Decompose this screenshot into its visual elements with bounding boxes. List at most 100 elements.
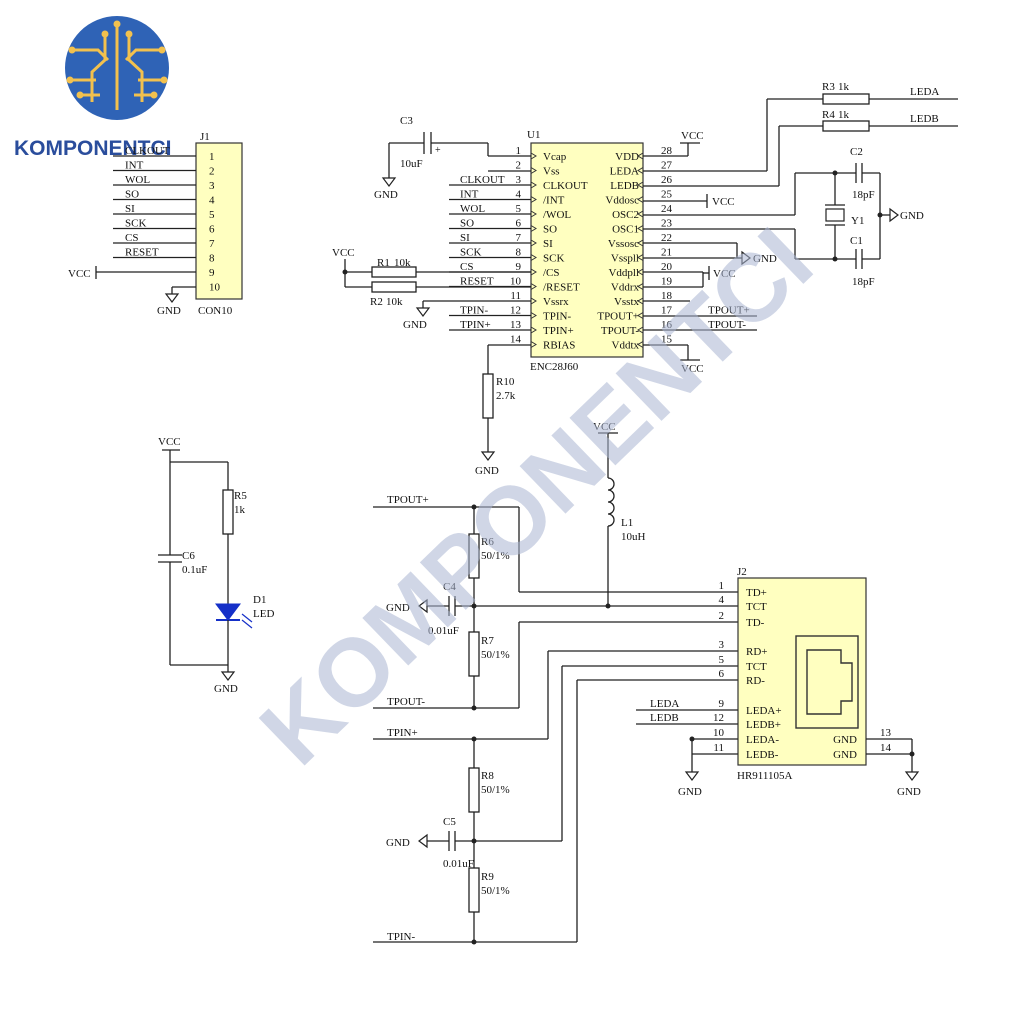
j2-gnd-left: GND	[678, 786, 702, 798]
j2-right-pin-number: 14	[880, 742, 892, 754]
u1-left-pin-name: SI	[543, 238, 553, 250]
logo-text: KOMPONENTCI	[14, 137, 172, 160]
ground-icon	[164, 293, 180, 303]
r10-value: 2.7k	[496, 390, 516, 402]
y1-ref: Y1	[851, 215, 864, 227]
u1-right-pin-number: 25	[661, 189, 673, 201]
r4-ref: R4	[822, 109, 835, 121]
j2-left-pin-number: 9	[719, 698, 725, 710]
u1-right-circuitry: VCC R3 1k LEDA R4 1k LEDB VCC	[643, 81, 958, 375]
u1-left-pin-number: 6	[516, 218, 522, 230]
u1-part: ENC28J60	[530, 361, 579, 373]
vss-gnd: GND	[753, 253, 777, 265]
u1-left-pin-number: 4	[516, 189, 522, 201]
u1-right-pin-name: Vddrx	[611, 282, 640, 294]
j2-right-pin-number: 13	[880, 727, 892, 739]
u1-left-pin-name: /RESET	[543, 282, 580, 294]
u1-left-pin-name: TPIN-	[543, 311, 571, 323]
connector-j1: J1 CON10 1CLKOUT2INT3WOL4SO5SI6SCK7CS8RE…	[68, 131, 243, 317]
j2-left-pin-name: RD+	[746, 646, 767, 658]
j2-left-pin-name: TCT	[746, 661, 767, 673]
vssrx-gnd: GND	[403, 319, 427, 331]
circuit-trace-icon	[70, 24, 164, 110]
j2-left-pin-name: LEDB+	[746, 719, 781, 731]
u1-right-pin-number: 24	[661, 203, 673, 215]
vddosc-vcc: VCC	[712, 196, 735, 208]
u1-right-pin-number: 19	[661, 276, 673, 288]
u1-left-pin-name: /CS	[543, 267, 560, 279]
j2-left-pin-number: 12	[713, 712, 724, 724]
r4-value: 1k	[838, 109, 850, 121]
d1-ref: D1	[253, 594, 266, 606]
u1-left-net-label: SI	[460, 232, 470, 244]
j1-signal-label: SCK	[125, 218, 146, 230]
j2-left-pin-number: 3	[719, 639, 725, 651]
c4-value: 0.01uF	[428, 625, 459, 637]
u1-right-pin-name: TPOUT-	[601, 325, 639, 337]
u1-left-net-label: CS	[460, 261, 473, 273]
d1-value: LED	[253, 608, 274, 620]
j2-left-pin-name: LEDB-	[746, 749, 779, 761]
j1-pin-number: 3	[209, 180, 215, 192]
l1-vcc: VCC	[593, 421, 616, 433]
j1-pin-number: 1	[209, 151, 215, 163]
r2-value: 10k	[386, 296, 403, 308]
j2-left-pin-name: TCT	[746, 601, 767, 613]
j2-part: HR911105A	[737, 770, 792, 782]
j2-left-pin-number: 4	[719, 594, 725, 606]
u1-left-pin-number: 1	[516, 145, 522, 157]
j1-signal-label: CLKOUT	[125, 145, 170, 157]
j2-left-pin-name: LEDA+	[746, 705, 782, 717]
ground-icon	[415, 307, 431, 317]
vddtx-vcc: VCC	[681, 363, 704, 375]
j1-pin-number: 2	[209, 166, 215, 178]
u1-left-pin-number: 9	[516, 261, 522, 273]
l1-value: 10uH	[621, 531, 646, 543]
j2-leda-net: LEDA	[650, 698, 679, 710]
ground-icon	[684, 771, 700, 781]
u1-left-pin-number: 3	[516, 174, 522, 186]
u1-left-pin-name: /WOL	[543, 209, 571, 221]
j1-pin-number: 9	[209, 267, 215, 279]
j1-body	[195, 142, 243, 300]
crystal-icon	[825, 208, 845, 222]
u1-left-pin-name: CLKOUT	[543, 180, 588, 192]
j1-pin-number: 4	[209, 195, 215, 207]
u1-right-pin-name: Vddpll	[608, 267, 639, 279]
company-logo: KOMPONENTCI	[14, 16, 172, 160]
xtal-gnd: GND	[900, 210, 924, 222]
u1-body	[530, 142, 644, 358]
u1-right-pin-number: 23	[661, 218, 673, 230]
connector-j2: J2 HR911105A 1TD+4TCT2TD-3RD+5TCT6RD-9LE…	[636, 566, 921, 798]
u1-left-net-label: SCK	[460, 247, 481, 259]
ground-icon	[418, 598, 428, 614]
l1-ref: L1	[621, 517, 633, 529]
u1-right-pin-name: LEDB	[610, 180, 639, 192]
j1-signal-label: RESET	[125, 247, 159, 259]
j2-left-pin-name: TD-	[746, 617, 765, 629]
u1-right-pin-number: 15	[661, 334, 673, 346]
u1-right-pin-number: 18	[661, 290, 673, 302]
inductor-icon	[607, 477, 615, 527]
j1-gnd-label: GND	[157, 305, 181, 317]
u1-right-pin-number: 26	[661, 174, 673, 186]
j1-signal-label: INT	[125, 160, 144, 172]
c2-value: 18pF	[852, 189, 875, 201]
j1-signal-label: WOL	[125, 174, 150, 186]
j1-pin-number: 8	[209, 253, 215, 265]
r5-value: 1k	[234, 504, 246, 516]
j2-left-pin-number: 11	[713, 742, 724, 754]
u1-right-pin-name: Vddosc	[605, 195, 639, 207]
u1-left-pin-name: SCK	[543, 253, 564, 265]
j2-left-pin-name: TD+	[746, 587, 767, 599]
u1-right-net-label: TPOUT+	[708, 305, 750, 317]
u1-right-pin-number: 27	[661, 160, 673, 172]
ground-icon	[381, 177, 397, 187]
j1-pin-number: 10	[209, 282, 221, 294]
ground-icon	[220, 671, 236, 681]
r7-value: 50/1%	[481, 649, 510, 661]
u1-right-pin-number: 17	[661, 305, 673, 317]
u1-left-pin-number: 14	[510, 334, 522, 346]
u1-right-net-label: TPOUT-	[708, 319, 746, 331]
j1-signal-label: SO	[125, 189, 139, 201]
